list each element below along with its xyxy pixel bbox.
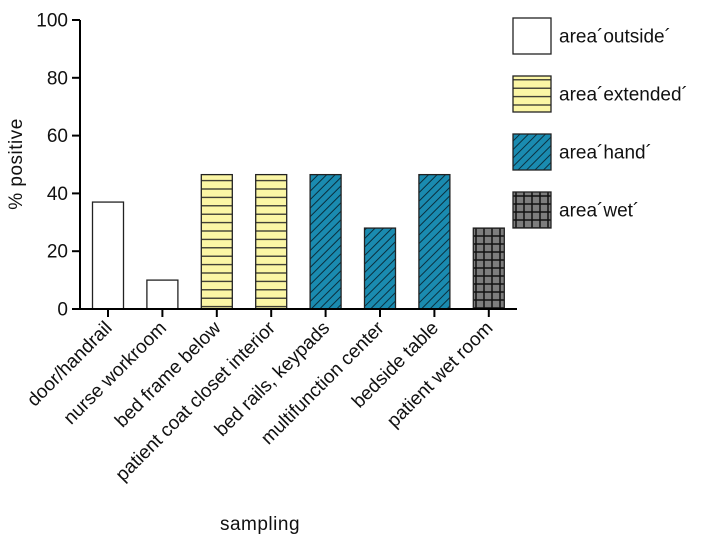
legend-label-hand: area´hand´ xyxy=(559,143,652,164)
legend-swatch-extended xyxy=(512,75,552,113)
legend-swatch-outside xyxy=(512,17,552,55)
y-axis-ticks: 0 20 40 60 80 100 xyxy=(36,11,80,321)
bar-5 xyxy=(309,173,342,310)
bar-4 xyxy=(255,173,288,310)
bar-2 xyxy=(146,279,179,310)
bar-7 xyxy=(418,173,451,310)
legend-swatch-hand xyxy=(512,133,552,171)
legend-swatch-wet xyxy=(512,191,552,229)
bar-8 xyxy=(472,227,505,310)
legend-label-outside: area´outside´ xyxy=(559,27,671,48)
legend-label-extended: area´extended´ xyxy=(559,85,688,106)
bar-6 xyxy=(363,227,397,310)
y-tick-label: 100 xyxy=(36,11,68,32)
y-axis-title: % positive xyxy=(6,118,27,210)
legend: area´outside´ area´extended´ area´hand´ are… xyxy=(512,17,688,229)
y-tick-label: 60 xyxy=(47,126,68,147)
legend-label-wet: area´wet´ xyxy=(559,201,639,222)
bar-1 xyxy=(91,201,125,310)
x-axis-title: sampling xyxy=(220,514,300,535)
y-tick-label: 40 xyxy=(47,184,68,205)
bars xyxy=(91,173,505,310)
y-tick-label: 0 xyxy=(57,300,68,321)
bar-3 xyxy=(200,173,233,310)
y-tick-label: 80 xyxy=(47,68,68,89)
y-tick-label: 20 xyxy=(47,242,68,263)
